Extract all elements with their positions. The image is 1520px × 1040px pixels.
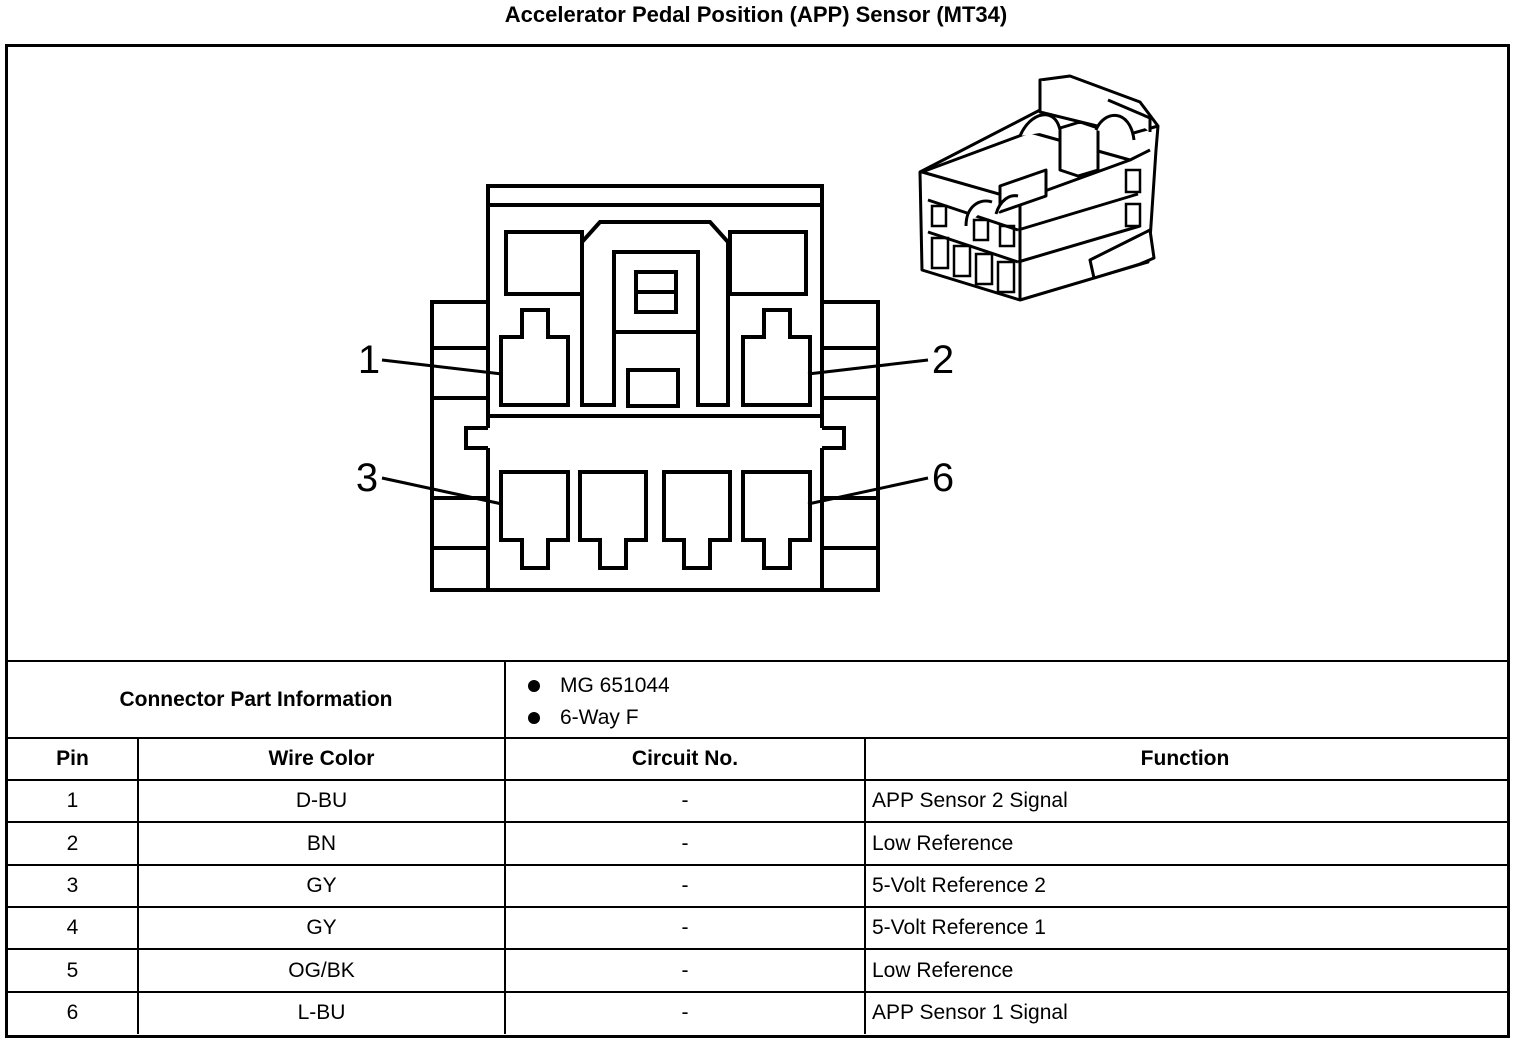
connector-isometric-illustration — [918, 74, 1160, 302]
table-rule — [5, 906, 1507, 908]
table-rule — [5, 779, 1507, 781]
page-title: Accelerator Pedal Position (APP) Sensor … — [504, 2, 1008, 27]
connector-info-label: Connector Part Information — [119, 687, 393, 711]
cell-pin: 4 — [66, 916, 79, 939]
table-rule-header — [5, 737, 1507, 739]
connector-info-list: MG 651044 6-Way F — [528, 670, 670, 734]
cell-circuit-no: - — [681, 831, 689, 855]
pin-callout-1: 1 — [358, 338, 380, 382]
cell-function: 5-Volt Reference 1 — [872, 916, 1046, 939]
connector-info-item: 6-Way F — [528, 702, 670, 734]
table-col-divider — [864, 737, 866, 1034]
cell-wire-color: BN — [306, 831, 337, 855]
pin-callout-6: 6 — [932, 456, 954, 500]
connector-part-number: MG 651044 — [560, 674, 670, 697]
bullet-icon — [528, 680, 540, 692]
column-header-function: Function — [1140, 747, 1230, 770]
cell-wire-color: GY — [306, 874, 337, 897]
cell-function: 5-Volt Reference 2 — [872, 874, 1046, 897]
cell-pin: 3 — [66, 874, 79, 897]
cell-circuit-no: - — [681, 789, 689, 812]
cell-wire-color: D-BU — [295, 789, 348, 812]
cell-pin: 5 — [66, 958, 79, 982]
cell-pin: 1 — [66, 789, 79, 812]
cell-wire-color: OG/BK — [288, 958, 355, 982]
callout-leaders — [381, 358, 929, 506]
diagram-frame — [5, 44, 1510, 1038]
cell-function: APP Sensor 1 Signal — [872, 1000, 1068, 1024]
bullet-icon — [528, 712, 540, 724]
pin-callout-2: 2 — [932, 338, 954, 382]
cell-circuit-no: - — [681, 874, 689, 897]
column-header-pin: Pin — [56, 747, 89, 770]
cell-pin: 6 — [66, 1000, 79, 1024]
column-header-circuit-no: Circuit No. — [631, 747, 739, 770]
table-col-divider — [137, 737, 139, 1034]
connector-face — [430, 184, 880, 592]
cell-function: Low Reference — [872, 831, 1014, 855]
cell-function: APP Sensor 2 Signal — [872, 789, 1068, 812]
cell-circuit-no: - — [681, 1000, 689, 1024]
connector-diagram: 1 2 3 6 — [356, 74, 1160, 592]
table-rule — [5, 991, 1507, 993]
connector-isometric-cavities — [930, 168, 1142, 294]
cell-wire-color: GY — [306, 916, 337, 939]
connector-info-item: MG 651044 — [528, 670, 670, 702]
table-col-divider — [504, 660, 506, 1034]
pin-callout-3: 3 — [356, 456, 378, 500]
cell-circuit-no: - — [681, 916, 689, 939]
cell-pin: 2 — [66, 831, 79, 855]
column-header-wire-color: Wire Color — [268, 747, 375, 770]
table-rule — [5, 948, 1507, 950]
cell-circuit-no: - — [681, 958, 689, 982]
table-rule-top — [5, 660, 1507, 662]
connector-type: 6-Way F — [560, 706, 639, 729]
table-rule — [5, 864, 1507, 866]
table-rule — [5, 821, 1507, 823]
cell-wire-color: L-BU — [297, 1000, 346, 1024]
cell-function: Low Reference — [872, 958, 1014, 982]
